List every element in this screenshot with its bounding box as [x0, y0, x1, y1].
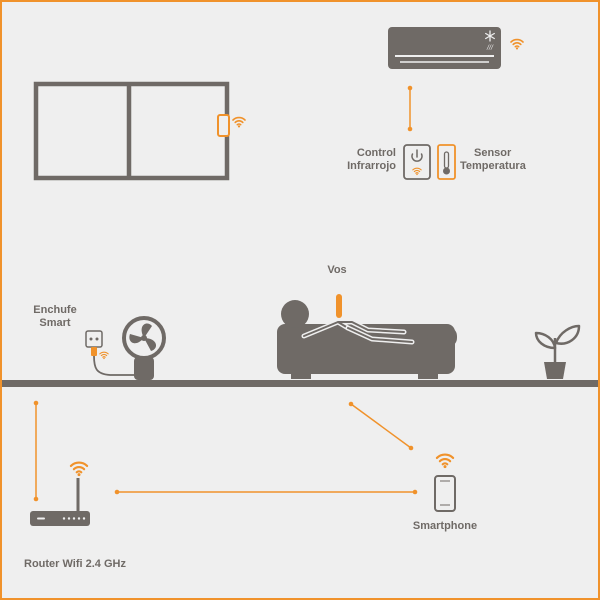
smart-plug-label: Enchufe Smart [33, 304, 77, 329]
floor-line [2, 380, 598, 387]
plant-icon [534, 324, 581, 379]
temperature-sensor-icon [437, 144, 456, 180]
fan-icon [122, 316, 166, 380]
smart-plug-icon [85, 330, 109, 360]
router-icon [30, 461, 90, 526]
couch-icon [277, 324, 457, 379]
fan-cable [93, 355, 140, 376]
window-sensor-icon [217, 114, 246, 137]
connection-lines [33, 400, 418, 502]
router-label: Router Wifi 2.4 GHz [24, 558, 126, 570]
person-icon [281, 294, 415, 345]
you-label: Vos [327, 264, 347, 276]
svg-text:///: /// [486, 44, 494, 51]
temperature-sensor-label: Sensor Temperatura [460, 147, 526, 172]
air-conditioner-icon: /// [388, 27, 524, 69]
window-icon [33, 81, 230, 181]
ir-control-icon [403, 144, 431, 180]
smartphone-icon [434, 453, 456, 512]
ir-control-label: Control Infrarrojo [347, 147, 396, 172]
smartphone-label: Smartphone [412, 520, 478, 532]
